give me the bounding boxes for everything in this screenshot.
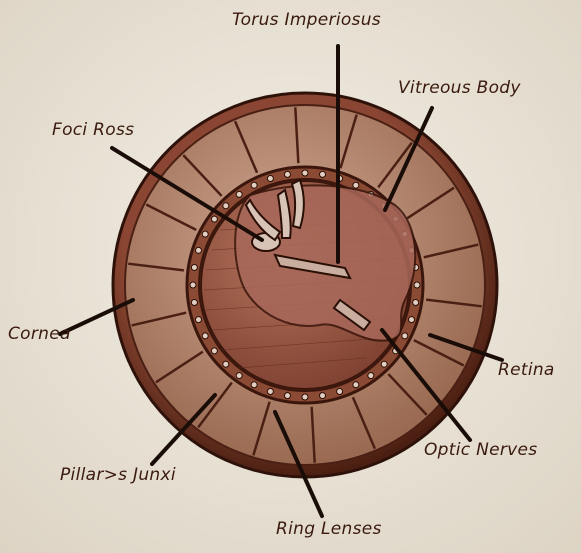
rivet-dot	[191, 300, 197, 306]
rivet-dot	[353, 182, 359, 188]
rivet-dot	[302, 394, 308, 400]
rivet-dot	[402, 333, 408, 339]
rivet-dot	[267, 175, 273, 181]
rivet-dot	[202, 231, 208, 237]
rivet-dot	[236, 373, 242, 379]
rivet-dot	[223, 203, 229, 209]
rivet-dot	[320, 171, 326, 177]
label-pillars-junxi: Pillar>s Junxi	[60, 465, 176, 485]
rivet-dot	[409, 317, 415, 323]
rivet-dot	[413, 300, 419, 306]
rivet-dot	[414, 282, 420, 288]
rivet-dot	[195, 317, 201, 323]
rivet-dot	[223, 361, 229, 367]
rivet-dot	[211, 216, 217, 222]
rivet-dot	[353, 382, 359, 388]
label-foci-ross: Foci Ross	[52, 120, 134, 140]
rivet-dot	[190, 282, 196, 288]
rivet-dot	[236, 191, 242, 197]
rivet-dot	[381, 361, 387, 367]
rivet-dot	[267, 389, 273, 395]
label-optic-nerves: Optic Nerves	[424, 440, 537, 460]
rivet-dot	[211, 348, 217, 354]
label-torus-imperiosus: Torus Imperiosus	[232, 10, 381, 30]
rivet-dot	[202, 333, 208, 339]
label-vitreous-body: Vitreous Body	[398, 78, 521, 98]
rivet-dot	[191, 264, 197, 270]
rivet-dot	[302, 170, 308, 176]
rivet-dot	[337, 389, 343, 395]
rivet-dot	[368, 373, 374, 379]
label-cornea: Cornea	[8, 324, 71, 344]
rivet-dot	[195, 247, 201, 253]
rivet-dot	[251, 182, 257, 188]
label-ring-lenses: Ring Lenses	[276, 519, 382, 539]
rivet-dot	[320, 393, 326, 399]
rivet-dot	[284, 171, 290, 177]
rivet-dot	[251, 382, 257, 388]
label-retina: Retina	[498, 360, 555, 380]
rivet-dot	[284, 393, 290, 399]
